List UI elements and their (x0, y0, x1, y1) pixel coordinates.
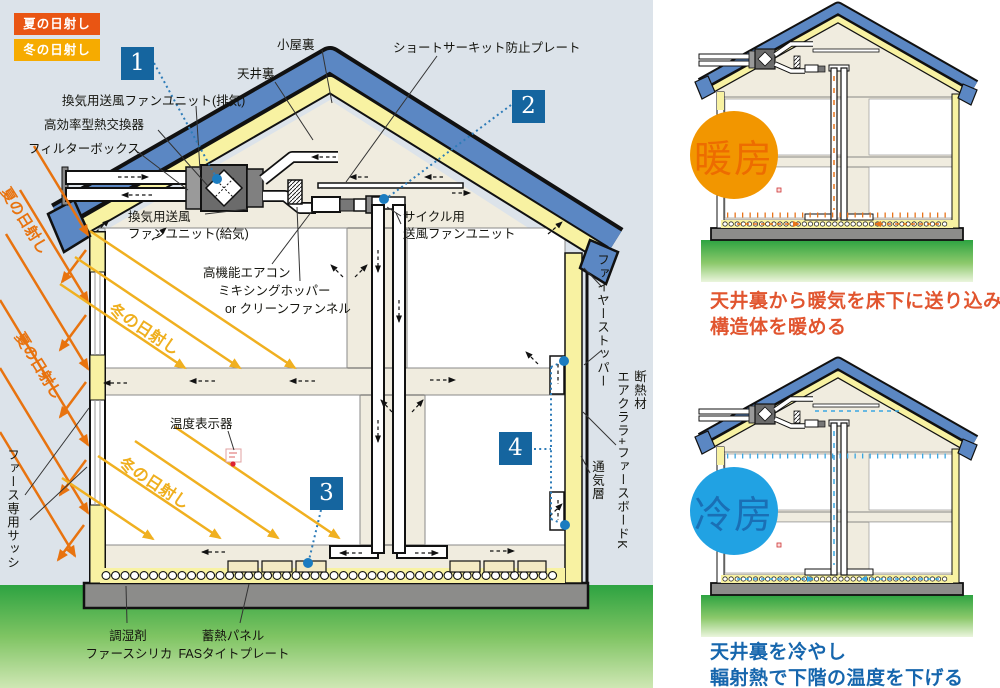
label-supply-fan-line2: ファンユニット(給気) (128, 227, 249, 241)
cooling-caption-line1: 天井裏を冷やし (710, 642, 847, 663)
vertical-duct-right (392, 204, 406, 554)
label-fas-sash: ファース専用サッシ (5, 448, 19, 570)
temperature-display-icon (225, 448, 242, 467)
room-lower-left (104, 394, 361, 546)
short-circuit-plate (317, 182, 464, 189)
winter-sun-badge: 冬の日射し (14, 39, 100, 61)
left-wall (89, 231, 106, 584)
cooling-flow-arrows (727, 410, 949, 582)
label-heat-exchanger: 高効率型熱交換器 (44, 118, 145, 132)
label-vent-layer: 通気層 (590, 460, 604, 501)
aircon-unit (311, 196, 341, 213)
mode-panel: 暖房 天井裏から暖気を床下に送り込み 構造体を暖める 冷房 天井裏を冷やし 輻射… (653, 0, 1000, 688)
label-cycle-fan-line1: サイクル用 (403, 210, 465, 224)
summer-sun-badge: 夏の日射し (14, 13, 100, 35)
label-ceiling-space: 天井裏 (237, 67, 275, 81)
airflow-arrows (95, 154, 563, 556)
label-cycle-fan-line2: 送風ファンユニット (403, 227, 516, 241)
label-filter-box: フィルターボックス (28, 142, 140, 156)
wall-duct-lower (549, 491, 565, 531)
cooling-caption: 天井裏を冷やし 輻射熱で下階の温度を下げる (710, 640, 964, 688)
marker-1: 1 (121, 47, 154, 80)
cooling-badge-circle: 冷房 (690, 467, 778, 555)
winter-sun-arrows (59, 229, 341, 541)
label-aircon: 高機能エアコン (203, 266, 291, 280)
rooms (104, 227, 566, 546)
main-diagram-panel: 夏の日射し 冬の日射し 1 2 3 4 小屋裏 ショートサーキット防止プレート … (0, 0, 653, 688)
wall-duct-upper (549, 355, 565, 395)
filter-box-unit (185, 166, 202, 210)
heating-badge-text: 暖房 (693, 138, 774, 181)
label-storage-line2: FASタイトプレート (178, 647, 290, 661)
main-house-drawing (0, 46, 653, 688)
roof-blue (53, 50, 622, 249)
eave-right (578, 238, 620, 286)
vertical-duct-left (371, 204, 385, 554)
summer-sun-arrows (0, 145, 90, 562)
leader-lines (24, 49, 617, 624)
exhaust-duct (65, 187, 203, 202)
marker-4: 4 (499, 432, 532, 465)
room-upper-right (406, 227, 566, 369)
heating-caption-line2: 構造体を暖める (710, 317, 847, 338)
label-mixing-hopper: ミキシングホッパー (218, 284, 331, 298)
mixing-hopper-unit (287, 179, 303, 205)
marker-3: 3 (310, 477, 343, 510)
label-insulation-name: エアクララ+ファースボードK (615, 370, 629, 550)
cooling-caption-line2: 輻射熱で下階の温度を下げる (710, 668, 964, 688)
heating-badge-circle: 暖房 (690, 111, 778, 199)
label-clean-funnel: or クリーンファンネル (225, 302, 351, 316)
label-temp-display: 温度表示器 (170, 417, 233, 431)
foundation (82, 581, 590, 610)
room-lower-right (424, 394, 566, 546)
label-supply-fan-line1: 換気用送風 (128, 210, 191, 224)
label-humidity-line2: ファースシリカ (85, 647, 173, 661)
marker-2: 2 (512, 90, 545, 123)
heating-flow-arrows (727, 76, 949, 227)
mini-houses-drawing (653, 0, 1000, 688)
label-storage-line1: 蓄熱パネル (201, 629, 265, 643)
heating-caption: 天井裏から暖気を床下に送り込み 構造体を暖める (710, 289, 1000, 341)
heating-caption-line1: 天井裏から暖気を床下に送り込み (710, 291, 1000, 312)
mini-house-heating (695, 8, 977, 282)
window-sash (94, 272, 101, 505)
label-short-circuit-plate: ショートサーキット防止プレート (393, 41, 581, 55)
cooling-badge-text: 冷房 (693, 494, 774, 537)
label-insulation-title: 断熱材 (632, 370, 646, 411)
label-attic: 小屋裏 (277, 38, 315, 52)
label-humidity-line1: 調湿剤 (109, 629, 147, 643)
label-exhaust-fan-unit: 換気用送風ファンユニット(排気) (62, 94, 246, 108)
mini-house-cooling (695, 363, 977, 637)
marker-dots (212, 174, 570, 568)
label-fire-stopper: ファイヤーストッパー (595, 253, 609, 388)
room-upper-left (104, 227, 348, 369)
right-wall (564, 252, 589, 584)
